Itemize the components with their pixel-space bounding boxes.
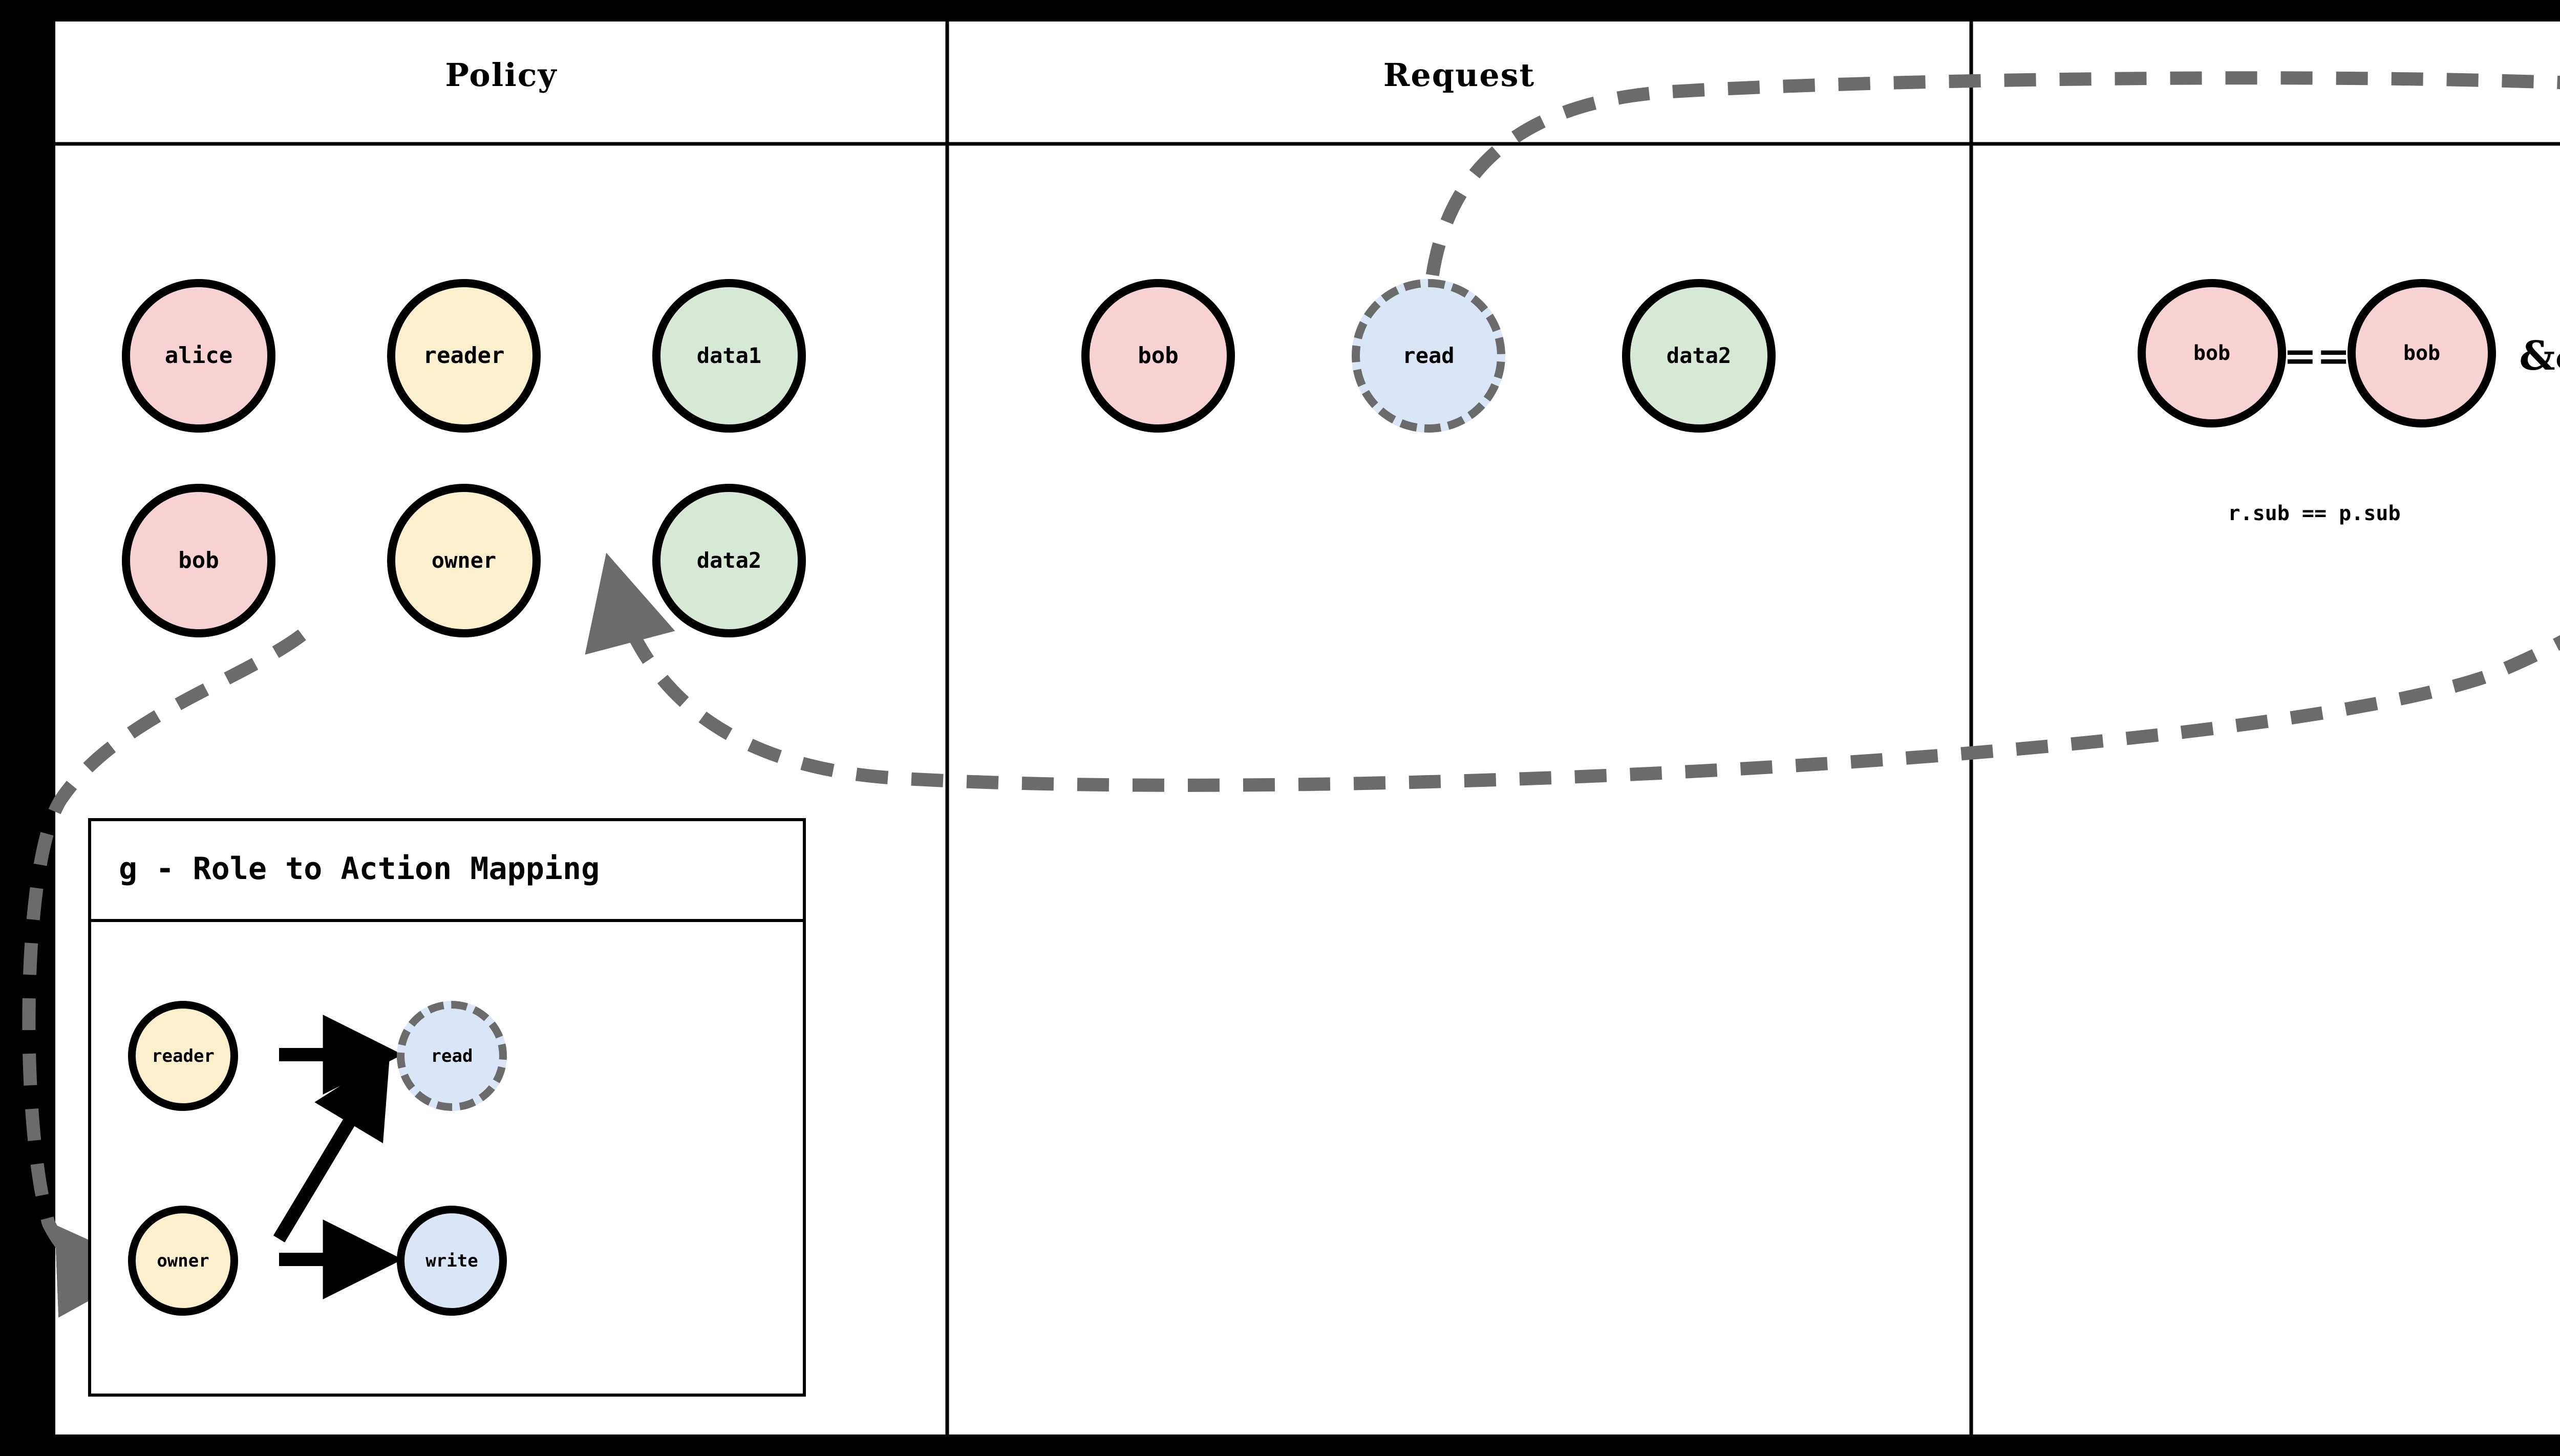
legend-node-read[interactable]: read	[397, 1001, 507, 1111]
legend-node-reader[interactable]: reader	[128, 1001, 238, 1111]
legend-node-write[interactable]: write	[397, 1206, 507, 1316]
legend-title-cell: g - Role to Action Mapping	[88, 818, 806, 922]
policy-node-data2-label: data2	[696, 548, 762, 573]
matching-sublabel-subject-text: r.sub == p.sub	[2228, 502, 2401, 525]
column-title-request-text: Request	[1383, 56, 1535, 94]
policy-node-alice-label: alice	[164, 342, 233, 369]
legend-node-owner[interactable]: owner	[128, 1206, 238, 1316]
matching-operator-and1-text: && g(	[2519, 332, 2560, 379]
column-title-request: Request	[947, 56, 1971, 94]
policy-node-data1-label: data1	[696, 343, 762, 368]
request-node-data2-label: data2	[1666, 343, 1732, 368]
legend-title: g - Role to Action Mapping	[119, 850, 600, 887]
matching-operator-and1: && g(	[2509, 325, 2560, 387]
column-title-policy-text: Policy	[445, 56, 558, 94]
request-node-bob-label: bob	[1138, 342, 1179, 369]
legend-node-write-label: write	[425, 1250, 478, 1271]
request-node-read-label: read	[1402, 343, 1455, 368]
policy-node-reader[interactable]: reader	[387, 279, 541, 433]
flow-read-to-matching	[1422, 71, 2560, 331]
flow-owner-to-policy	[585, 552, 2560, 792]
matching-sublabel-subject: r.sub == p.sub	[2109, 502, 2519, 525]
flow-owner-to-legend	[22, 629, 306, 1318]
legend-node-read-label: read	[431, 1045, 473, 1066]
legend-node-owner-label: owner	[157, 1250, 209, 1271]
legend-edge-owner-read	[273, 1054, 390, 1243]
matching-operator-eq1-text: ==	[2283, 332, 2351, 379]
legend-node-reader-label: reader	[152, 1045, 215, 1066]
column-title-policy: Policy	[55, 56, 947, 94]
policy-node-reader-label: reader	[423, 342, 505, 369]
policy-node-owner-label: owner	[431, 548, 497, 573]
matching-node-bob-policy-label: bob	[2403, 341, 2441, 365]
policy-node-bob-label: bob	[178, 547, 219, 573]
matching-node-bob-request-label: bob	[2193, 341, 2231, 365]
matching-operator-eq1: ==	[2283, 328, 2351, 384]
